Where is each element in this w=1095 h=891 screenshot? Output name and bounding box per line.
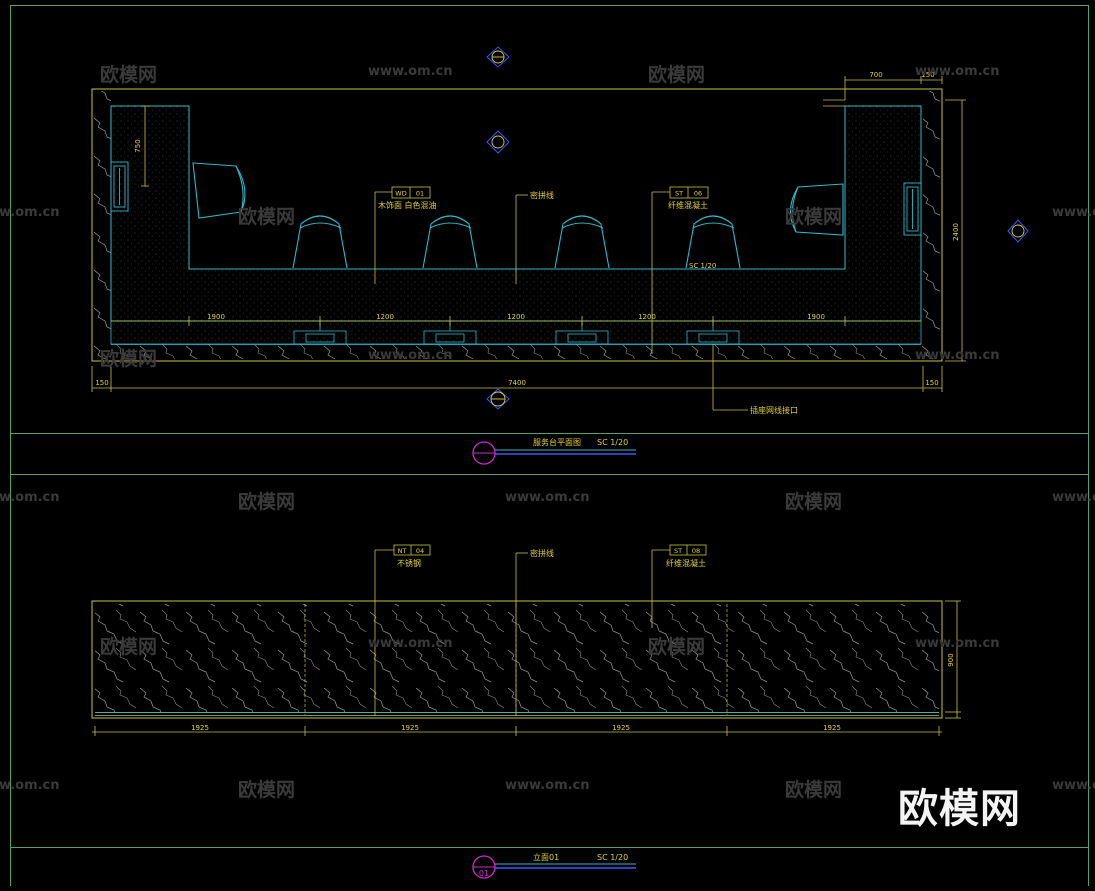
plan-label-joint: 密拼线 xyxy=(530,190,554,200)
plan-dim-total: 7400 xyxy=(508,379,526,387)
plan-title-scale: SC 1/20 xyxy=(597,438,628,447)
plan-dimensions xyxy=(91,76,966,392)
plan-outer-outline xyxy=(91,88,943,362)
plan-dim-seg-3: 1200 xyxy=(507,313,525,321)
elevation-dim-height: 900 xyxy=(947,653,955,666)
elevation-tag-nt xyxy=(393,544,431,556)
plan-front-strip xyxy=(110,320,922,345)
plan-marker-right xyxy=(1007,219,1029,243)
plan-dim-seg-1: 1900 xyxy=(207,313,225,321)
plan-dim-right-2400: 2400 xyxy=(952,223,960,241)
plan-dim-edge-right: 150 xyxy=(925,379,938,387)
elevation-outer-outline xyxy=(91,600,943,719)
plan-tag-wd-text: 木饰面 白色混油 xyxy=(378,200,437,210)
elevation-title-scale: SC 1/20 xyxy=(597,853,628,862)
elevation-dim-seg-2: 1925 xyxy=(401,724,419,732)
plan-tag-wd xyxy=(391,186,431,199)
plan-marker-bottom xyxy=(486,388,510,410)
elevation-title-block: 01 立面01 SC 1/20 xyxy=(472,852,636,879)
plan-tag-st-num: 06 xyxy=(694,190,702,198)
plan-left-wall xyxy=(94,91,111,359)
elevation-tag-nt-num: 04 xyxy=(416,547,424,555)
plan-dim-top-700: 700 xyxy=(869,71,882,79)
elevation-tag-st-num: 08 xyxy=(692,547,700,555)
elevation-tag-st-code: ST xyxy=(674,547,682,555)
plan-chair-2 xyxy=(422,215,478,269)
plan-marker-center xyxy=(486,130,510,154)
plan-leaders xyxy=(374,191,748,411)
elevation-label-joint: 密拼线 xyxy=(530,548,554,558)
plan-chair-3 xyxy=(554,215,610,269)
elevation-marker-label: 01 xyxy=(479,869,489,878)
plan-left-equipment xyxy=(110,161,129,212)
plan-label-socket: 插座网线接口 xyxy=(750,405,798,415)
brand-logo: 欧模网 xyxy=(898,786,1021,832)
elevation-dimensions xyxy=(92,600,961,736)
plan-chair-left-side xyxy=(192,162,246,219)
plan-chair-right-side xyxy=(789,183,844,236)
plan-chair-4 xyxy=(685,215,741,269)
plan-dim-seg-4: 1200 xyxy=(638,313,656,321)
plan-tag-wd-num: 01 xyxy=(416,190,424,198)
plan-title-block: 服务台平面图 SC 1/20 xyxy=(472,437,636,465)
elevation-leaders xyxy=(374,549,670,716)
elevation-title: 立面01 xyxy=(533,852,559,862)
plan-tag-st-text: 纤维混凝土 xyxy=(668,200,708,210)
plan-label-scale: SC 1/20 xyxy=(689,262,716,270)
plan-title: 服务台平面图 xyxy=(533,437,581,447)
plan-right-wall xyxy=(923,91,940,359)
plan-right-equipment xyxy=(903,182,922,236)
plan-tag-st xyxy=(669,186,709,199)
elevation-view: NT 04 不锈钢 ST 08 纤维混凝土 密拼线 900 1925 1925 … xyxy=(91,544,961,879)
elevation-dim-seg-4: 1925 xyxy=(823,724,841,732)
elevation-dim-seg-1: 1925 xyxy=(191,724,209,732)
plan-dim-seg-2: 1200 xyxy=(376,313,394,321)
plan-bottom-band xyxy=(111,344,923,359)
elevation-tag-st-text: 纤维混凝土 xyxy=(666,558,706,568)
sheet-frames xyxy=(10,5,1089,886)
plan-dim-seg-5: 1900 xyxy=(807,313,825,321)
elevation-tag-nt-text: 不锈钢 xyxy=(397,558,421,568)
plan-chair-1 xyxy=(292,215,348,269)
plan-marker-top xyxy=(486,46,510,68)
plan-dim-edge-left: 150 xyxy=(95,379,108,387)
plan-tag-wd-code: WD xyxy=(395,190,406,198)
elevation-tag-st xyxy=(669,544,707,556)
plan-dim-left-750: 750 xyxy=(134,139,142,152)
elevation-marble-panel xyxy=(95,604,939,712)
plan-view: 700 150 750 2400 1900 1200 1200 1200 190… xyxy=(91,46,1029,465)
plan-tag-st-code: ST xyxy=(675,190,683,198)
elevation-tag-nt-code: NT xyxy=(398,547,407,555)
elevation-dim-seg-3: 1925 xyxy=(612,724,630,732)
plan-dim-top-150: 150 xyxy=(921,71,934,79)
